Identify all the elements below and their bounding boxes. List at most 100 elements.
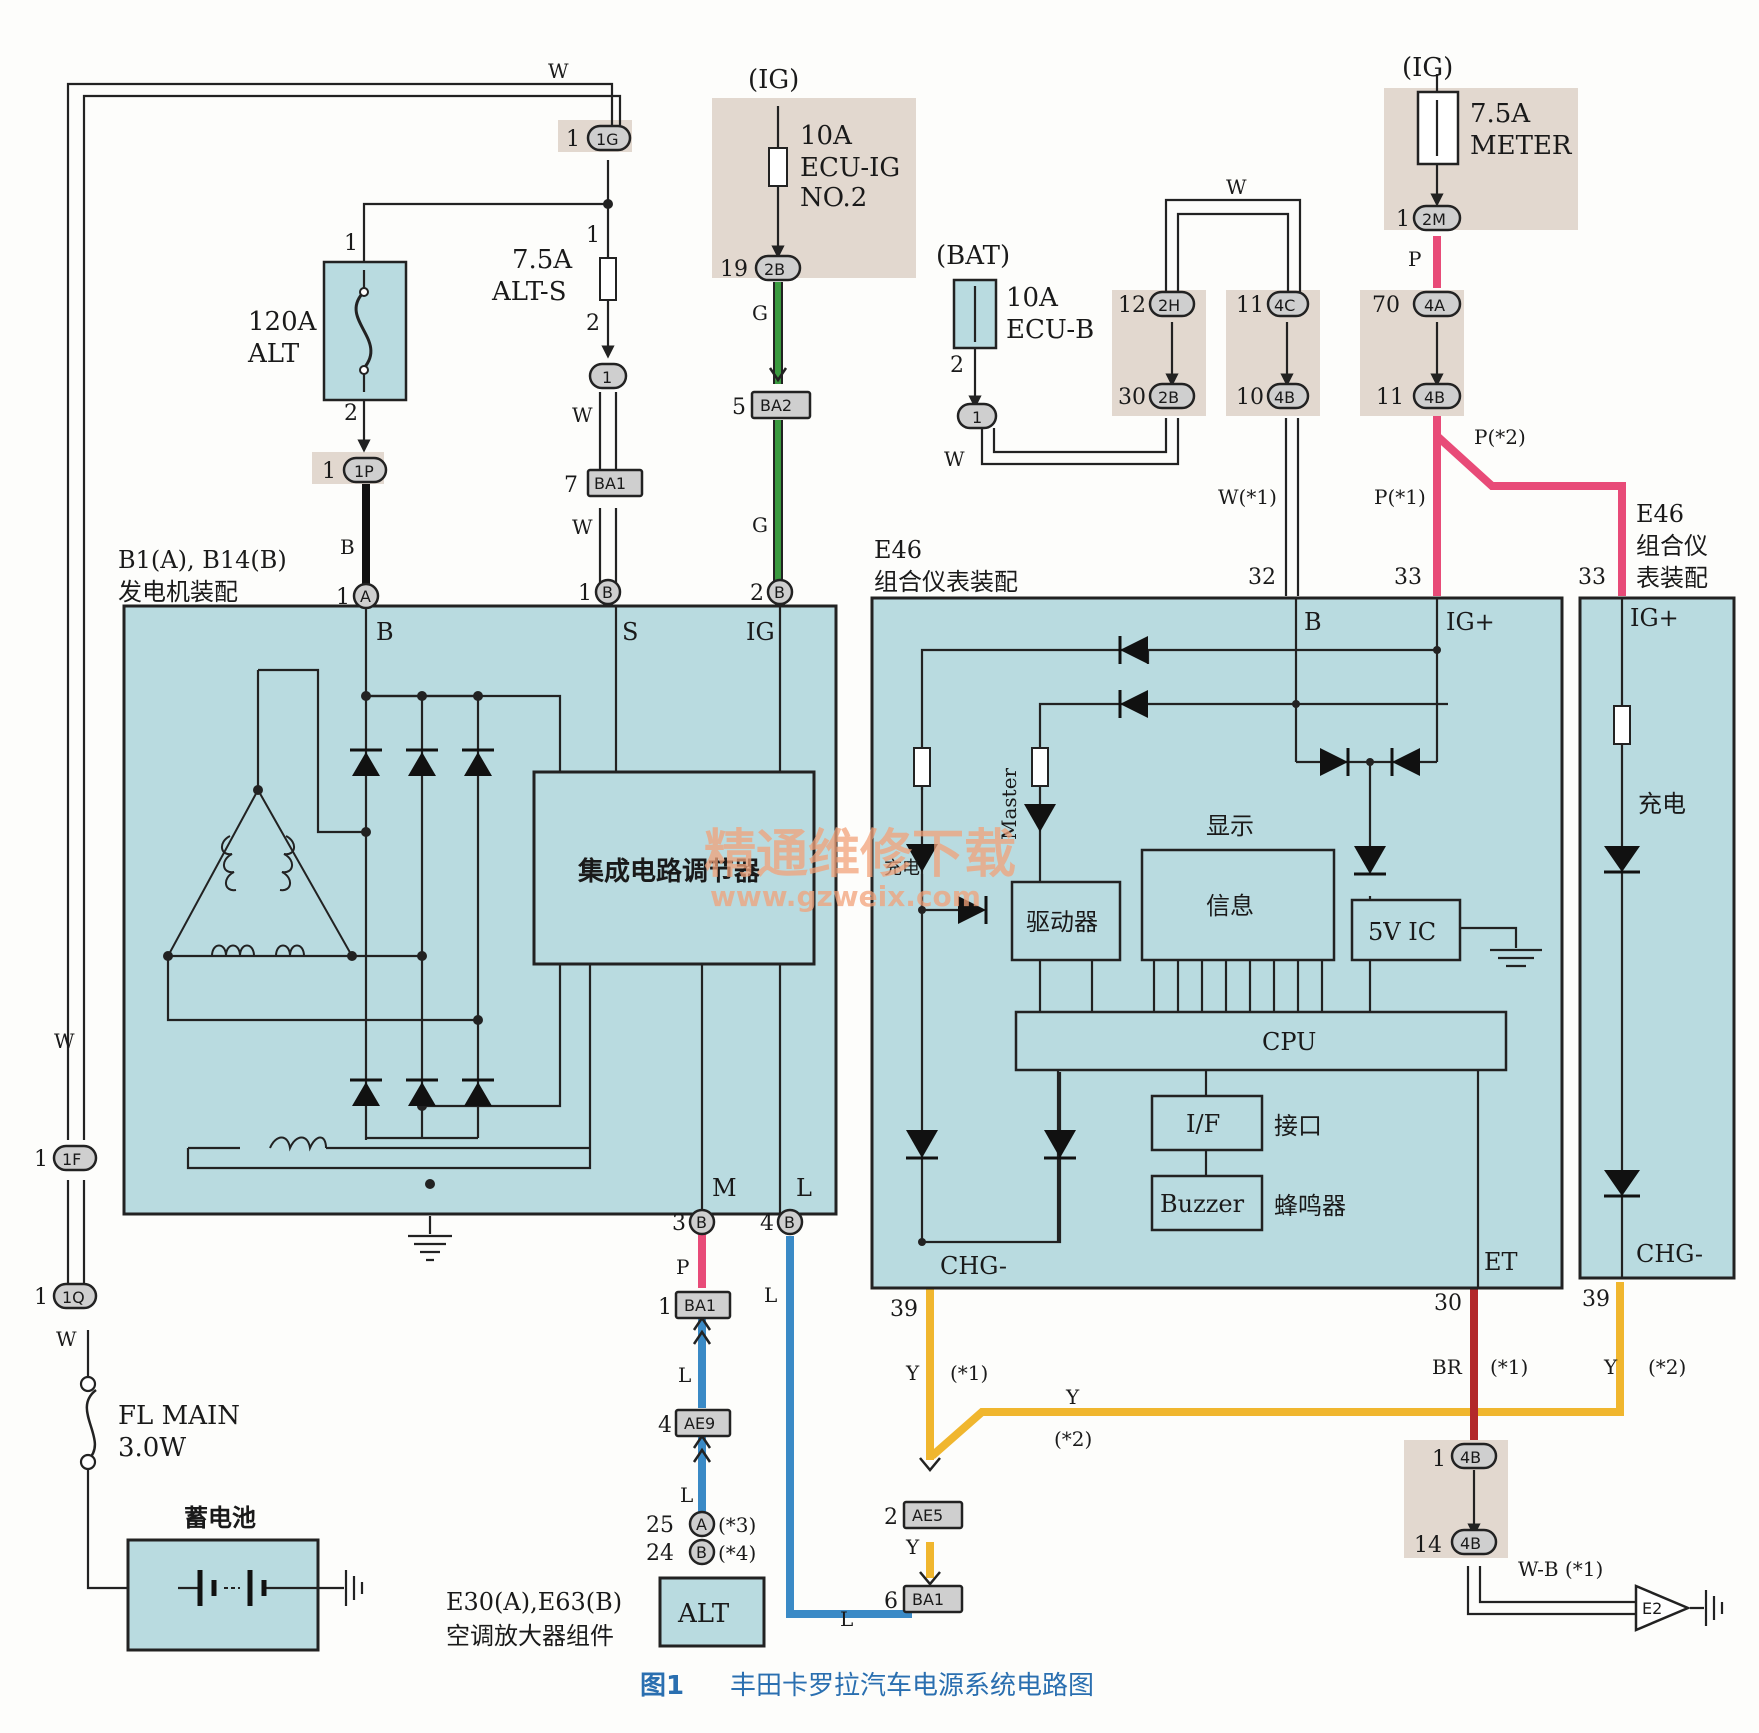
cba1m-pin: 1 [658,1295,672,1320]
c1b-id: 1 [972,408,982,427]
amplifier-title: E30(A),E63(B) [446,1588,622,1616]
meter-term-ig: IG+ [1446,608,1495,636]
alt-s-fuse-name: ALT-S [491,277,567,307]
wire-p1: P(*1) [1374,485,1426,509]
wire-y1: Y [905,1361,920,1385]
cba1l-pin: 6 [884,1589,898,1614]
c2b19-id: 2B [764,260,785,279]
wire-w-bat: W [56,1327,77,1351]
ac-amplifier-box [658,1576,766,1648]
battery-box [126,1538,320,1652]
alt-fuse-rating: 120A [248,307,318,337]
ic-regulator-box [532,770,816,966]
if-label: I/F [1186,1110,1220,1138]
meter-term-b: B [1304,608,1322,636]
wire-w-ba1: W [572,515,593,539]
ecu-ig-fuse-zone [712,98,916,278]
fl-main-fuse-name: FL MAIN [118,1401,240,1431]
meter-name: 组合仪表装配 [874,568,1018,596]
fl-main-fuse-rating: 3.0W [118,1433,186,1463]
buzzer-cn-label: 蜂鸣器 [1274,1192,1346,1220]
cpu-block [1014,1010,1508,1072]
cba2-id: BA2 [760,396,792,415]
c24b-id: B [696,1543,707,1562]
c4b14-id: 4B [1460,1534,1481,1553]
battery-label: 蓄电池 [184,1504,256,1532]
meter2-code: E46 [1636,500,1684,528]
gen-b-s-id: B [602,583,613,602]
meter-fuse-rating: 7.5A [1470,99,1531,129]
meter-pin-39: 39 [890,1297,918,1322]
5v-ic-block [1350,898,1462,962]
alt-fuse-pin-top: 1 [344,231,358,256]
c1f-pin: 1 [34,1147,48,1172]
wire-g1: G [752,301,768,325]
driver-block [1010,880,1122,962]
meter-fuse-zone [1384,88,1578,230]
wire-w-left: W [54,1029,75,1053]
wire-w1: W(*1) [1218,485,1277,509]
connector-pills [52,124,1498,1614]
watermark-url: www.gzweix.com [710,880,981,913]
wire-y2-note: (*2) [1054,1427,1092,1451]
cba1s-pin: 7 [564,473,578,498]
c4c-id: 4C [1274,296,1295,315]
gen-b-ig-pin: 2 [750,581,764,606]
driver-label: 驱动器 [1026,908,1098,936]
figure-title: 丰田卡罗拉汽车电源系统电路图 [730,1671,1094,1701]
watermark-cn: 精通维修下载 [704,825,1016,885]
c1g-pin: 1 [566,127,580,152]
c4b11-id: 4B [1424,388,1445,407]
wire-y4: Y [905,1535,920,1559]
ig-source-label-2: (IG) [1402,53,1453,83]
c1a-id: 1 [602,368,612,387]
wire-p-m: P [676,1255,689,1279]
cae5-pin: 2 [884,1505,898,1530]
cba2-pin: 5 [732,395,746,420]
meter-code: E46 [874,536,922,564]
c1q-id: 1Q [62,1288,85,1307]
c25a-note: (*3) [718,1513,756,1537]
c25a-pin: 25 [646,1513,674,1538]
ic-label: 5V IC [1368,918,1436,946]
info-label: 信息 [1206,892,1254,920]
bat-source-label: (BAT) [936,241,1010,271]
cba1l-id: BA1 [912,1590,944,1609]
c24b-pin: 24 [646,1541,674,1566]
wire-br: BR [1432,1355,1463,1379]
c1p-id: 1P [354,462,374,481]
generator-subtitle: 发电机装配 [118,578,238,606]
c2m-id: 2M [1422,210,1446,229]
alt-fuse-pin-bot: 2 [344,401,358,426]
meter-term-et: ET [1484,1248,1518,1276]
c1f-id: 1F [62,1150,81,1169]
gen-b-s-pin: 1 [578,581,592,606]
wire-y3: Y [1603,1355,1618,1379]
ecu-b-fuse-pin: 2 [950,353,964,378]
ecu-b-fuse-name: ECU-B [1006,315,1094,345]
alt-s-fuse-rating: 7.5A [512,245,573,275]
wire-b: B [340,535,355,559]
wire-l2: L [680,1483,693,1507]
meter2-name-2: 表装配 [1636,564,1708,592]
ecu-b-fuse-rating: 10A [1006,283,1059,313]
figure-label: 图1 [640,1671,684,1701]
wire-w-loop: W [1226,175,1247,199]
generator-term-s: S [622,618,638,646]
c2m-pin: 1 [1396,207,1410,232]
meter-pin-33: 33 [1394,565,1422,590]
generator-term-b: B [376,618,394,646]
wire-w-alts: W [572,403,593,427]
meter-fuse-name: METER [1470,131,1573,161]
cba1m-id: BA1 [684,1296,716,1315]
c2h-id: 2H [1158,296,1180,315]
meter2-name-1: 组合仪 [1636,532,1708,560]
master-label: Master [997,767,1021,840]
c1g-id: 1G [596,130,619,149]
alt-s-fuse-pin-bot: 2 [586,311,600,336]
ecu-ig-fuse-sub: NO.2 [800,183,867,213]
gen-a-pin: 1 [336,585,350,610]
wire-br-note: (*1) [1490,1355,1528,1379]
c4a-id: 4A [1424,296,1445,315]
gen-b3-id: B [696,1213,707,1232]
